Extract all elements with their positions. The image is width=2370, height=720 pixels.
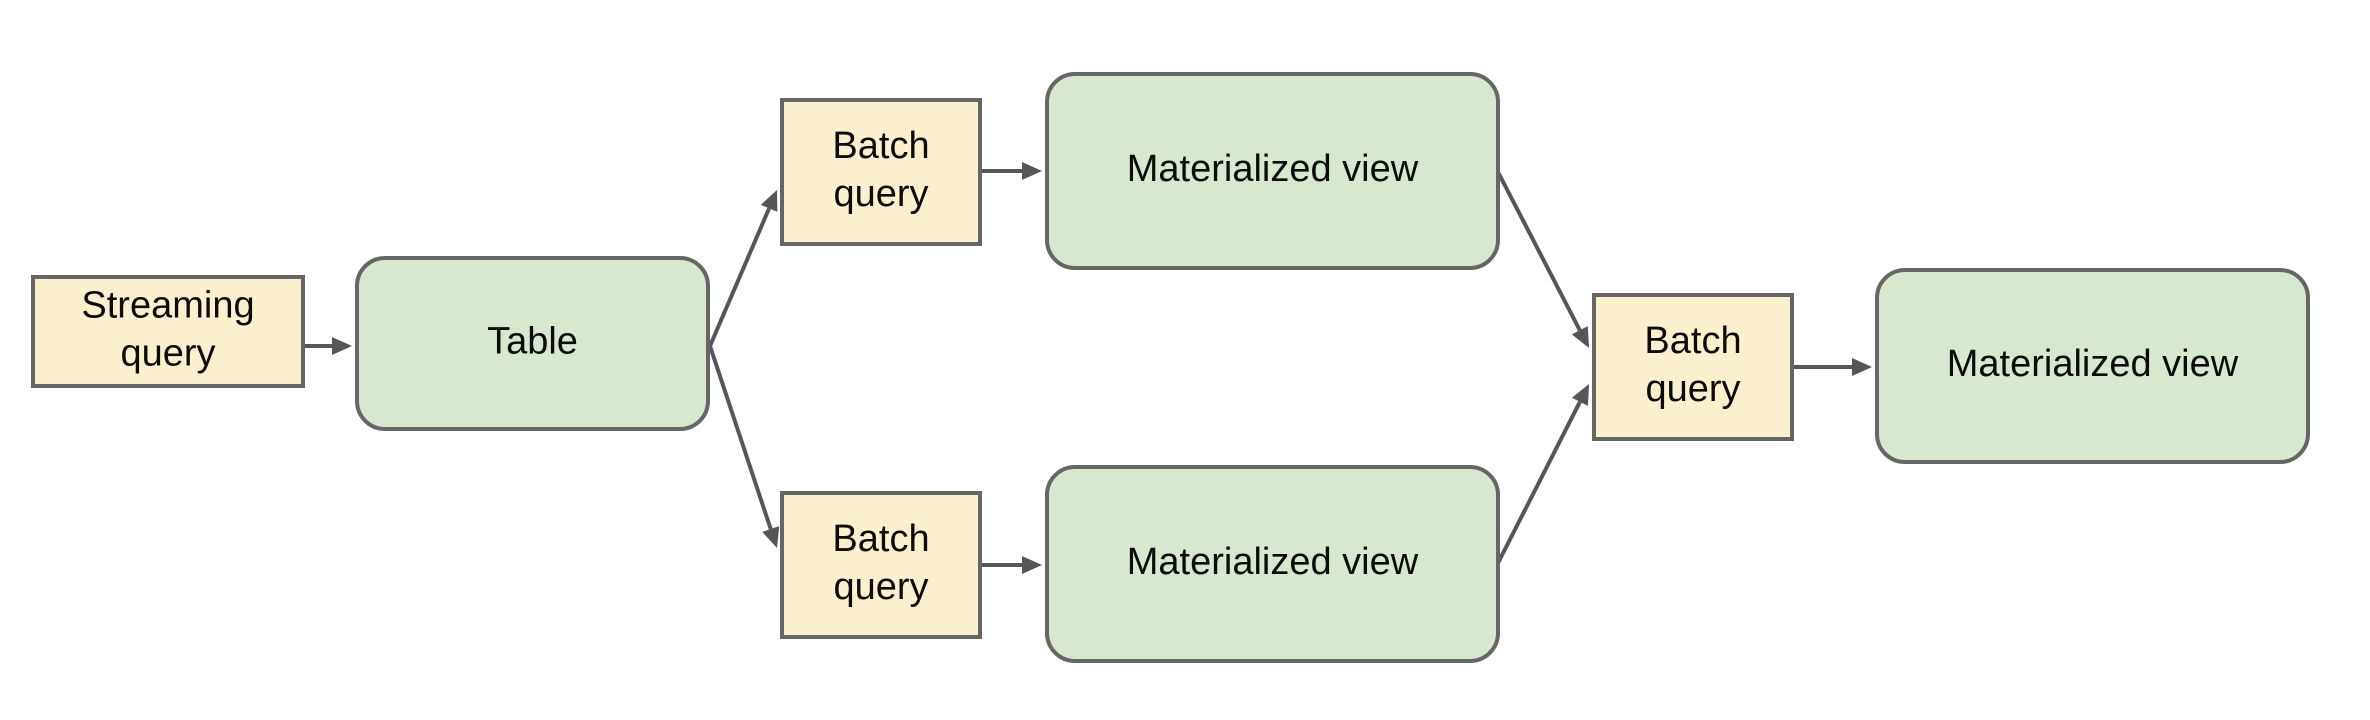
- edge-table-to-batch-query-top: [708, 190, 778, 347]
- arrowhead-icon: [1571, 326, 1589, 348]
- node-shape-materialized-view-bottom[interactable]: [1045, 465, 1500, 663]
- edge-materialized-view-bottom-to-batch-query-join: [1496, 384, 1589, 564]
- arrowhead-icon: [1571, 384, 1589, 406]
- edge-streaming-query-to-table: [305, 337, 352, 355]
- node-materialized-view-final[interactable]: Materialized view: [1875, 268, 2310, 464]
- arrowhead-icon: [762, 526, 780, 548]
- arrowhead-icon: [332, 337, 352, 355]
- node-materialized-view-bottom[interactable]: Materialized view: [1045, 465, 1500, 663]
- edge-line: [708, 345, 773, 530]
- node-shape-materialized-view-final[interactable]: [1875, 268, 2310, 464]
- node-shape-materialized-view-top[interactable]: [1045, 72, 1500, 270]
- arrowhead-icon: [1022, 556, 1042, 574]
- edge-layer: [305, 162, 1872, 574]
- node-shape-table[interactable]: [355, 256, 710, 431]
- node-shape-batch-query-join[interactable]: [1592, 293, 1794, 441]
- node-shape-batch-query-top[interactable]: [780, 98, 982, 246]
- node-table[interactable]: Table: [355, 256, 710, 431]
- edge-batch-query-join-to-materialized-view-final: [1794, 358, 1872, 376]
- edge-materialized-view-top-to-batch-query-join: [1496, 171, 1589, 348]
- edge-batch-query-top-to-materialized-view-top: [982, 162, 1042, 180]
- edge-line: [1496, 171, 1582, 332]
- edge-batch-query-bottom-to-materialized-view-bottom: [982, 556, 1042, 574]
- arrowhead-icon: [760, 190, 778, 212]
- node-shape-streaming-query[interactable]: [31, 275, 305, 388]
- edge-table-to-batch-query-bottom: [708, 345, 780, 548]
- arrowhead-icon: [1022, 162, 1042, 180]
- edge-line: [708, 207, 771, 347]
- node-shape-batch-query-bottom[interactable]: [780, 491, 982, 639]
- edge-line: [1496, 400, 1582, 564]
- node-materialized-view-top[interactable]: Materialized view: [1045, 72, 1500, 270]
- arrowhead-icon: [1852, 358, 1872, 376]
